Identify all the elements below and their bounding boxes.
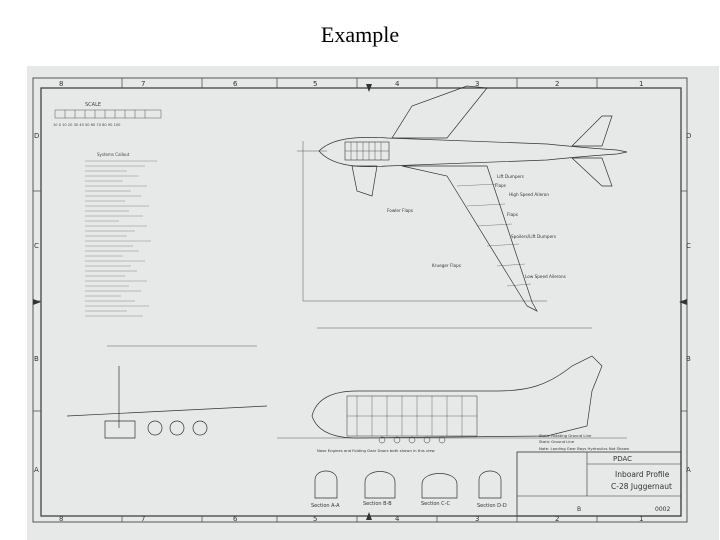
title-block-title-1: Inboard Profile — [615, 470, 670, 479]
row-left-c: C — [34, 242, 39, 250]
col-bottom-8: 8 — [59, 515, 63, 523]
note-ground-line: Static Ground Line — [539, 439, 575, 444]
systems-legend: Systems Callout — [85, 152, 157, 317]
section-d-label: Section D-D — [477, 503, 507, 509]
col-top-7: 7 — [141, 80, 145, 88]
col-bottom-1: 1 — [639, 515, 643, 523]
section-a-label: Section A-A — [311, 503, 340, 509]
row-left-a: A — [34, 466, 39, 474]
front-view — [66, 345, 268, 439]
top-view — [297, 85, 628, 312]
label-flaps-upper: Flaps — [495, 183, 506, 188]
col-top-6: 6 — [233, 80, 238, 88]
plan-wing-upper — [391, 85, 488, 139]
side-fuselage — [311, 355, 603, 439]
col-top-2: 2 — [555, 80, 559, 88]
front-engine-1 — [147, 420, 163, 436]
col-top-5: 5 — [313, 80, 317, 88]
engineering-drawing: 8 7 6 5 4 3 2 1 8 7 6 5 4 3 2 1 D C B A … — [27, 66, 719, 540]
plan-tail-upper — [571, 115, 613, 147]
row-right-b: B — [686, 355, 691, 363]
label-flaps-lower: Flaps — [507, 212, 518, 217]
scale-ticks: 10 0 10 20 30 40 50 60 70 80 90 100 — [53, 123, 121, 127]
plan-tail-lower — [571, 157, 613, 187]
col-bottom-4: 4 — [395, 515, 400, 523]
top-view-labels: Lift Dumpers High Speed Aileron Flaps Fo… — [387, 174, 566, 279]
front-wing — [66, 405, 268, 417]
col-top-4: 4 — [395, 80, 400, 88]
label-spoilers: Spoilers/Lift Dumpers — [511, 234, 556, 239]
sections — [314, 470, 502, 499]
section-labels: Section A-A Section B-B Section C-C Sect… — [311, 501, 507, 509]
row-right-a: A — [686, 466, 691, 474]
row-left-b: B — [34, 355, 39, 363]
section-d-shape — [478, 470, 502, 499]
col-bottom-3: 3 — [475, 515, 479, 523]
label-high-speed-aileron: High Speed Aileron — [509, 192, 549, 197]
section-a-shape — [314, 470, 338, 499]
scale-label: SCALE — [85, 102, 101, 108]
title-block-org: PDAC — [613, 455, 632, 463]
slide-title: Example — [320, 22, 400, 47]
col-bottom-2: 2 — [555, 515, 559, 523]
centering-arrows — [33, 84, 687, 520]
col-top-1: 1 — [639, 80, 643, 88]
front-engine-2 — [169, 420, 185, 436]
front-engine-3 — [192, 420, 208, 436]
zone-labels: 8 7 6 5 4 3 2 1 8 7 6 5 4 3 2 1 D C B A … — [34, 80, 691, 523]
section-b-label: Section B-B — [363, 501, 392, 507]
drawing-sheet — [27, 66, 719, 540]
section-c-shape — [421, 473, 458, 499]
col-top-3: 3 — [475, 80, 479, 88]
title-block-size: B — [577, 506, 581, 513]
label-low-speed-ailerons: Low Speed Ailerons — [525, 274, 566, 279]
section-b-shape — [364, 471, 396, 499]
section-c-label: Section C-C — [421, 501, 450, 507]
col-bottom-7: 7 — [141, 515, 145, 523]
note-hydraulics: Note: Landing Gear Bays Hydraulics Not S… — [539, 446, 630, 451]
note-rotating-ground-line: Static Rotating Ground Line — [539, 433, 592, 438]
label-fowler-flaps: Fowler Flaps — [387, 208, 413, 213]
row-right-c: C — [686, 242, 691, 250]
scale-bar: SCALE 10 0 10 20 30 40 50 60 70 80 90 10… — [53, 102, 162, 127]
note-gear: Nose Engines and Folding Gear Doors both… — [317, 448, 435, 453]
row-right-d: D — [686, 132, 691, 140]
plan-wing-lower — [401, 165, 538, 312]
col-top-8: 8 — [59, 80, 63, 88]
label-krueger-flaps: Krueger Flaps — [432, 263, 461, 268]
systems-legend-title: Systems Callout — [97, 152, 130, 157]
row-left-d: D — [34, 132, 39, 140]
plan-fuselage — [318, 136, 628, 167]
label-lift-dumpers: Lift Dumpers — [497, 174, 524, 179]
title-block: PDAC Inboard Profile C-28 Juggernaut B 0… — [516, 451, 682, 517]
title-block-drawing-no: 0002 — [655, 506, 670, 513]
col-bottom-6: 6 — [233, 515, 238, 523]
col-bottom-5: 5 — [313, 515, 317, 523]
notes: Static Rotating Ground Line Static Groun… — [317, 433, 630, 453]
title-block-title-2: C-28 Juggernaut — [611, 482, 672, 491]
side-profile — [277, 327, 627, 444]
plan-canard — [351, 165, 378, 197]
